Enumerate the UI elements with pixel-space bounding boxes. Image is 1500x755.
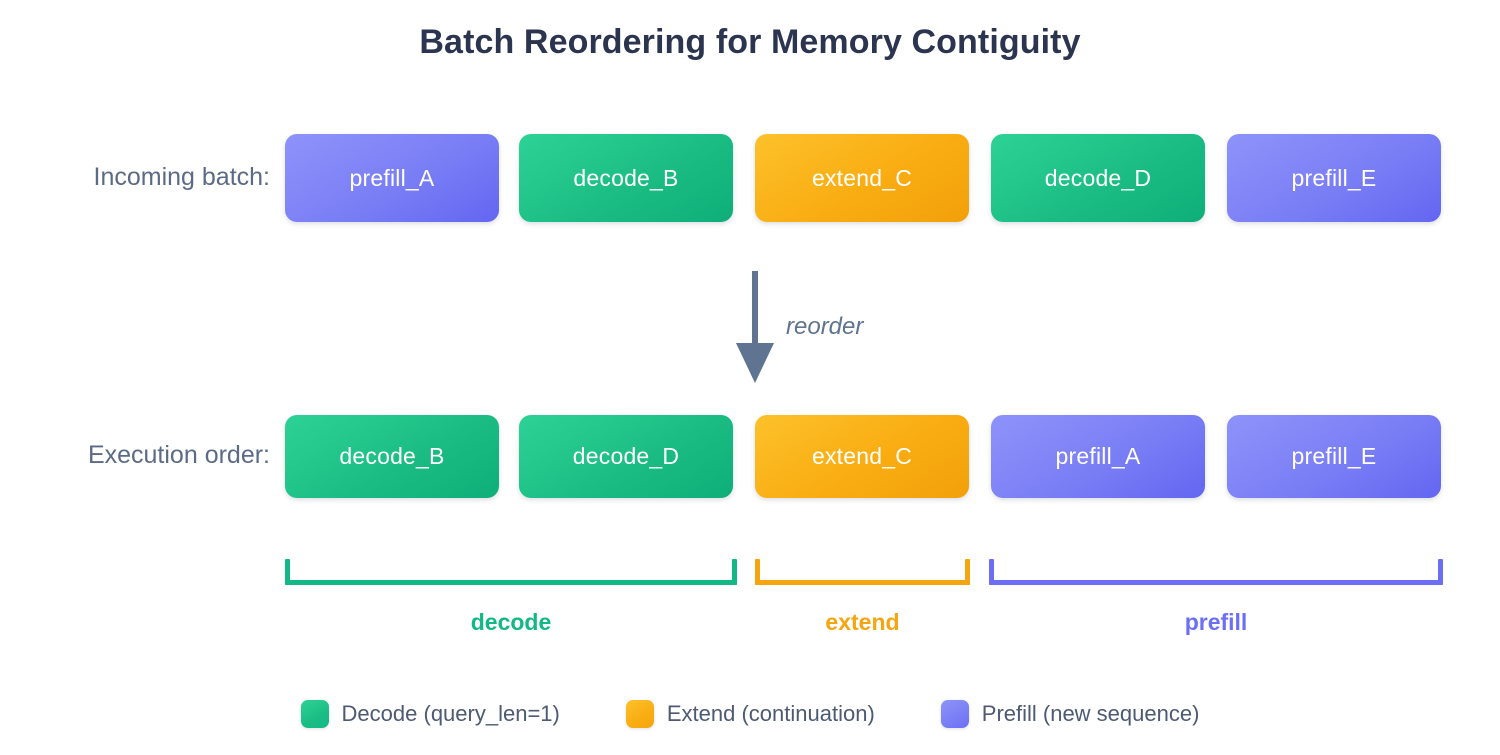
bracket-tick-right (732, 559, 737, 585)
reorder-caption: reorder (786, 313, 864, 340)
incoming-batch-label: Incoming batch: (93, 163, 271, 191)
bracket-bar (285, 580, 737, 585)
batch-item-label: extend_C (811, 164, 913, 191)
legend: Decode (query_len=1) Extend (continuatio… (0, 694, 1500, 734)
batch-item-decode-b[interactable]: decode_B (519, 134, 733, 222)
legend-swatch-prefill-icon (940, 700, 969, 728)
batch-item-decode-d[interactable]: decode_D (991, 134, 1205, 222)
group-label-prefill: prefill (1184, 609, 1248, 635)
batch-item-label: decode_D (1044, 164, 1152, 191)
reorder-arrow (690, 265, 830, 385)
exec-item-prefill-e[interactable]: prefill_E (1227, 415, 1441, 498)
bracket-bar (989, 580, 1443, 585)
exec-item-prefill-a[interactable]: prefill_A (991, 415, 1205, 498)
group-bracket-prefill (989, 559, 1443, 585)
bracket-tick-right (1438, 559, 1443, 585)
exec-item-label: extend_C (811, 443, 913, 469)
batch-item-label: decode_B (573, 164, 679, 191)
legend-item-extend: Extend (continuation) (625, 700, 875, 728)
legend-item-decode: Decode (query_len=1) (300, 700, 560, 728)
legend-swatch-decode-icon (300, 700, 329, 728)
exec-item-label: prefill_E (1291, 443, 1377, 469)
arrow-down-icon (736, 271, 774, 383)
batch-item-prefill-e[interactable]: prefill_E (1227, 134, 1441, 222)
batch-item-label: prefill_A (349, 164, 435, 191)
batch-item-extend-c[interactable]: extend_C (755, 134, 969, 222)
group-bracket-extend (755, 559, 970, 585)
execution-order-label: Execution order: (87, 441, 270, 469)
bracket-tick-left (285, 559, 290, 585)
exec-item-label: decode_D (572, 443, 680, 469)
legend-label-decode: Decode (query_len=1) (341, 701, 560, 726)
group-label-extend: extend (825, 609, 900, 635)
legend-label-extend: Extend (continuation) (666, 701, 875, 726)
exec-item-label: prefill_A (1055, 443, 1141, 469)
bracket-tick-right (965, 559, 970, 585)
legend-swatch-extend-icon (625, 700, 654, 728)
exec-item-label: decode_B (339, 443, 445, 469)
group-bracket-decode (285, 559, 737, 585)
page-title: Batch Reordering for Memory Contiguity (419, 23, 1081, 61)
group-label-decode: decode (470, 609, 552, 635)
batch-item-label: prefill_E (1291, 164, 1377, 191)
exec-item-decode-d[interactable]: decode_D (519, 415, 733, 498)
exec-item-decode-b[interactable]: decode_B (285, 415, 499, 498)
legend-item-prefill: Prefill (new sequence) (940, 700, 1200, 728)
bracket-tick-left (989, 559, 994, 585)
exec-item-extend-c[interactable]: extend_C (755, 415, 969, 498)
legend-label-prefill: Prefill (new sequence) (981, 701, 1200, 726)
batch-item-prefill-a[interactable]: prefill_A (285, 134, 499, 222)
bracket-tick-left (755, 559, 760, 585)
bracket-bar (755, 580, 970, 585)
